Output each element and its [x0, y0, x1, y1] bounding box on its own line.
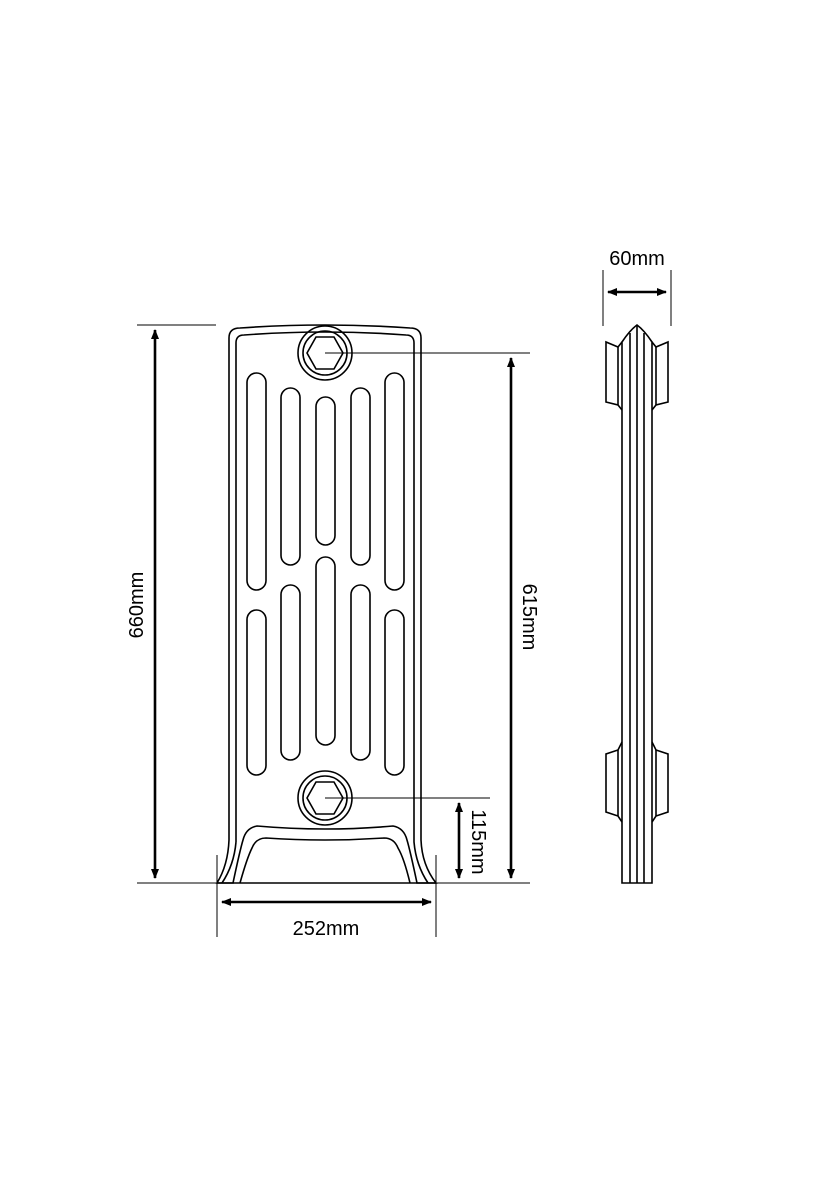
front-inner-arch [239, 837, 411, 884]
slot [246, 372, 267, 591]
dimension-label-depth: 60mm [609, 248, 665, 270]
dimension-660: 660mm [126, 324, 530, 884]
slot [280, 387, 301, 566]
dimension-label-width: 252mm [293, 918, 360, 940]
slot [280, 584, 301, 761]
side-bottom-boss-left [605, 741, 623, 823]
slot [315, 556, 336, 746]
dimension-252: 252mm [216, 855, 437, 940]
slot [350, 584, 371, 761]
dimension-115: 115mm [325, 797, 490, 879]
front-inner-outline [221, 331, 429, 884]
side-column [621, 324, 653, 884]
front-view [215, 324, 438, 884]
side-top-boss-right [651, 340, 669, 411]
dimension-label-height: 660mm [126, 572, 148, 639]
slot [315, 396, 336, 546]
side-bottom-boss-right [651, 741, 669, 823]
side-top-boss-left [605, 340, 623, 411]
slots [246, 372, 405, 776]
dimension-label-connection: 115mm [467, 809, 489, 874]
slot [384, 372, 405, 591]
dimension-label-centres: 615mm [518, 584, 540, 651]
slot [246, 609, 267, 776]
dimension-615: 615mm [325, 352, 540, 879]
slot [384, 609, 405, 776]
side-view: 60mm [602, 248, 672, 884]
slot [350, 387, 371, 566]
front-outer-outline [215, 324, 438, 884]
